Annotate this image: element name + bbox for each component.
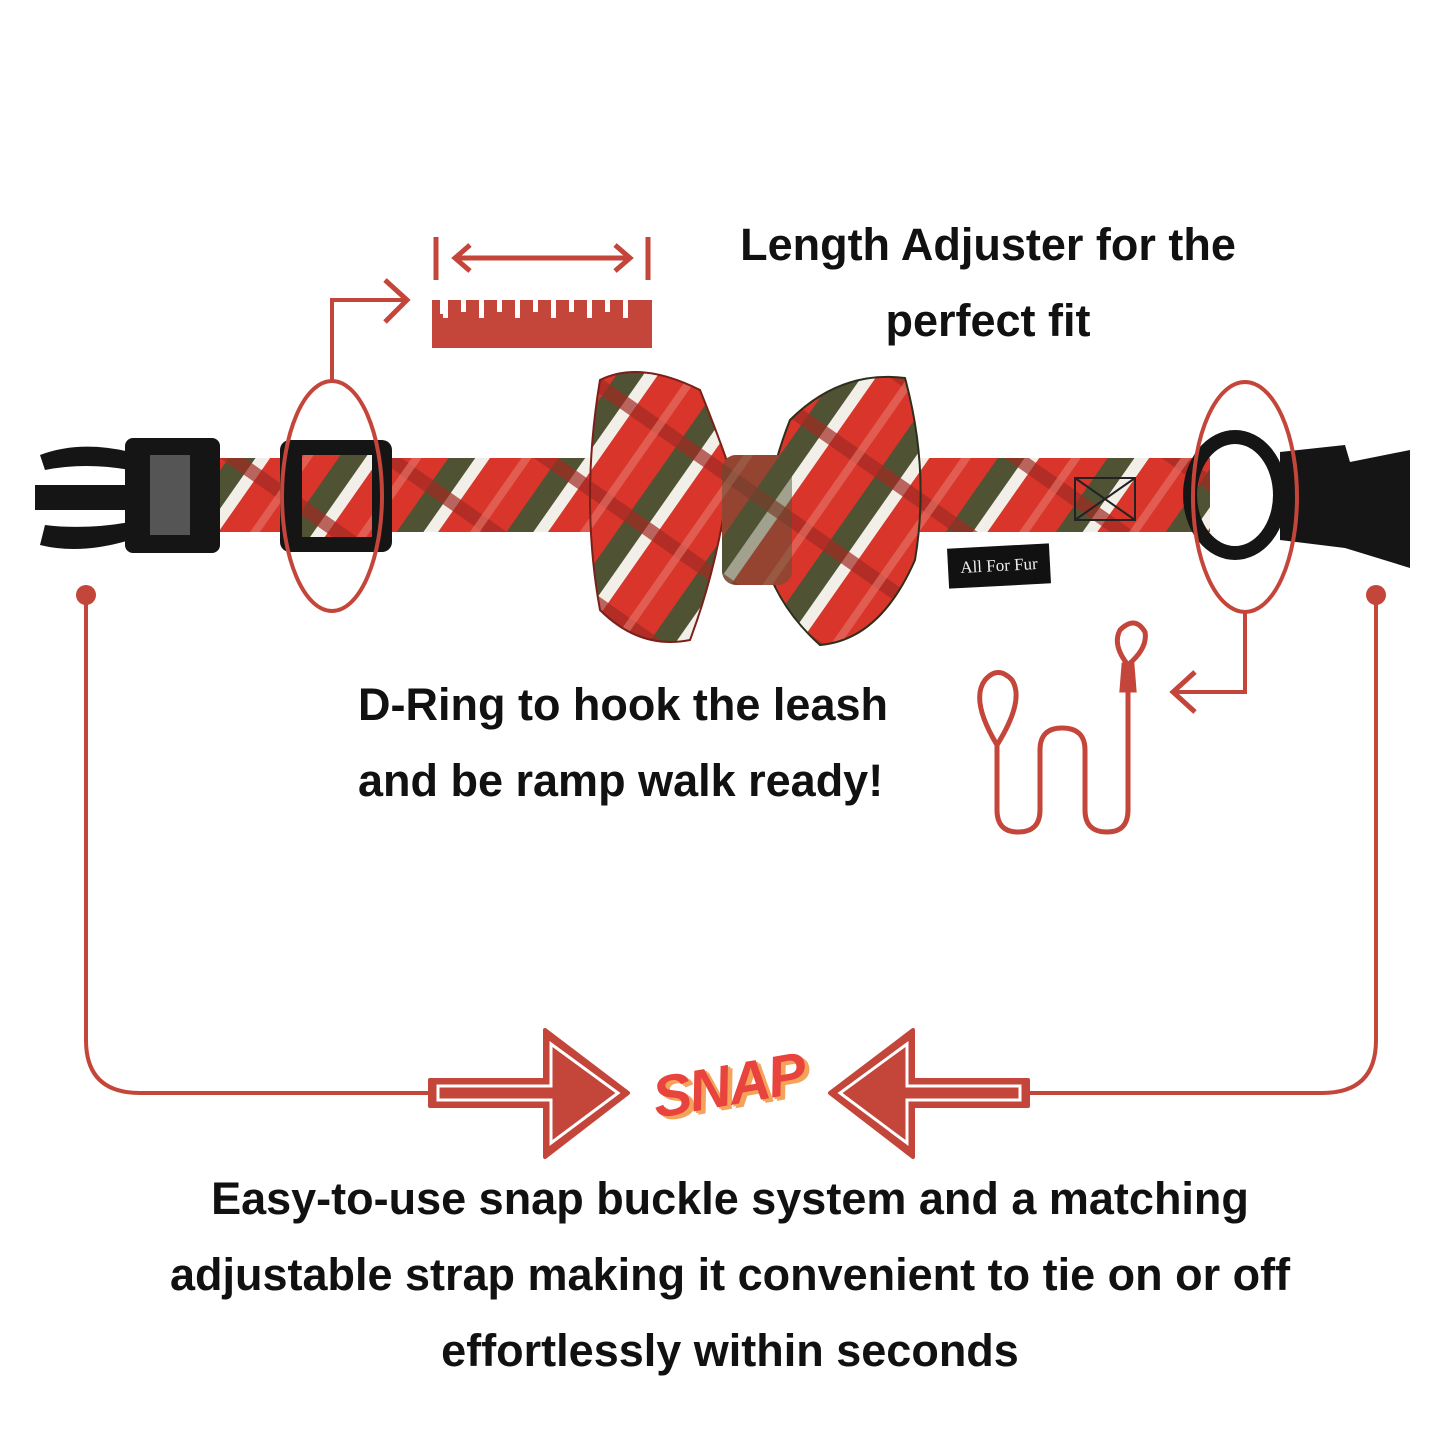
leash-icon <box>977 620 1148 835</box>
adjuster-leader-line <box>330 298 405 381</box>
right-connector-dot <box>1366 585 1386 605</box>
left-connector-dot <box>76 585 96 605</box>
ruler-icon <box>432 300 652 348</box>
left-connector-line <box>84 595 430 1095</box>
measure-arrow-icon <box>433 237 651 280</box>
callout-lines <box>84 278 1378 1095</box>
arrow-left-icon <box>828 1028 1030 1159</box>
buckle-male <box>35 438 220 553</box>
length-adjuster-slide <box>280 440 392 552</box>
d-ring-and-buckle-female <box>1183 430 1410 568</box>
d-ring-leader-line <box>1175 612 1247 694</box>
buckle-caption-line-1: Easy-to-use snap buckle system and a mat… <box>211 1173 1249 1224</box>
right-connector-line <box>1028 595 1378 1095</box>
length-adjuster-caption-line-2: perfect fit <box>885 295 1091 346</box>
bow-tie <box>589 371 922 647</box>
length-adjuster-caption-line-1: Length Adjuster for the <box>740 219 1236 270</box>
arrow-right-icon <box>428 1028 630 1159</box>
d-ring-caption-line-2: and be ramp walk ready! <box>358 755 884 806</box>
buckle-caption-line-2: adjustable strap making it convenient to… <box>169 1249 1291 1300</box>
d-ring-caption-line-1: D-Ring to hook the leash <box>358 679 889 730</box>
brand-label: All For Fur <box>947 543 1051 589</box>
buckle-caption-line-3: effortlessly within seconds <box>441 1325 1019 1376</box>
